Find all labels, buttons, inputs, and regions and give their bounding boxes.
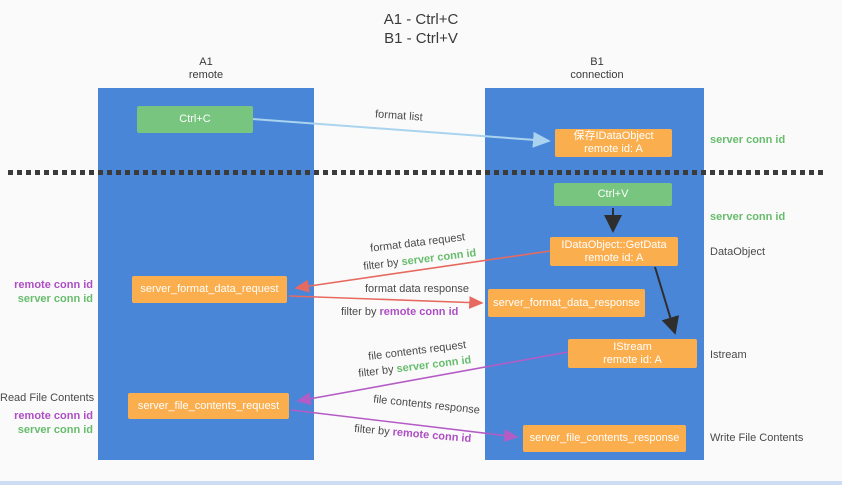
filter-by-text: filter by [353, 422, 394, 439]
column-b-header: B1 connection [537, 56, 657, 82]
filter-by-text: filter by [341, 306, 380, 318]
node-server-format-data-request: server_format_data_request [132, 276, 287, 303]
label-server-conn-id-mid-right: server conn id [710, 211, 786, 223]
filter-by-text: filter by [362, 256, 403, 273]
node-server-format-data-request-label: server_format_data_request [140, 283, 279, 295]
label-write-file-contents: Write File Contents [710, 432, 804, 444]
label-istream: Istream [710, 349, 747, 361]
label-server-conn-id-top-right: server conn id [710, 134, 786, 146]
column-b-id: B1 [590, 56, 604, 68]
column-a-subtitle: remote [188, 69, 224, 81]
label-filter-by-remote-conn-id-2: filter by remote conn id [354, 423, 472, 446]
arrow-format-data-response [288, 295, 484, 309]
label-read-file-contents: Read File Contents [0, 392, 95, 404]
node-server-file-contents-response-label: server_file_contents_response [529, 432, 680, 444]
label-filter-by-remote-conn-id-1: filter by remote conn id [341, 306, 458, 319]
remote-conn-id-text: remote conn id [379, 306, 459, 318]
node-server-file-contents-request-label: server_file_contents_request [137, 399, 280, 412]
node-idataobject-getdata: IDataObject::GetData remote id: A [550, 237, 678, 266]
remote-conn-id-text: remote conn id [392, 426, 472, 446]
node-ctrl-c: Ctrl+C [137, 106, 253, 133]
label-remote-conn-id-left-2: remote conn id [14, 410, 93, 422]
node-ctrl-v: Ctrl+V [554, 183, 672, 206]
label-server-conn-id-left-2: server conn id [17, 424, 93, 436]
node-save-idataobject-line1: 保存IDataObject [573, 130, 654, 142]
diagram-title: A1 - Ctrl+C B1 - Ctrl+V [0, 10, 842, 48]
node-server-format-data-response: server_format_data_response [488, 289, 645, 317]
filter-by-text: filter by [357, 363, 398, 380]
label-remote-conn-id-left-1: remote conn id [14, 279, 93, 291]
title-line-2: B1 - Ctrl+V [384, 30, 458, 47]
node-idataobject-getdata-line1: IDataObject::GetData [561, 238, 667, 251]
label-file-contents-response: file contents response [372, 393, 481, 417]
column-a-header: A1 remote [146, 56, 266, 82]
column-b-subtitle: connection [570, 69, 624, 81]
bottom-window-edge [0, 481, 842, 485]
label-format-data-response: format data response [365, 283, 469, 295]
node-istream: IStream remote id: A [568, 339, 697, 368]
node-idataobject-getdata-line2: remote id: A [584, 251, 644, 264]
node-ctrl-v-label: Ctrl+V [597, 188, 629, 200]
node-istream-line1: IStream [613, 340, 652, 353]
node-save-idataobject-line2: remote id: A [584, 143, 643, 155]
label-dataobject: DataObject [710, 246, 766, 258]
node-istream-line2: remote id: A [603, 353, 662, 366]
node-save-idataobject: 保存IDataObject remote id: A [555, 129, 672, 157]
label-format-list: format list [374, 108, 424, 124]
column-a-id: A1 [199, 56, 213, 68]
copy-paste-separator-line [8, 170, 824, 175]
title-line-1: A1 - Ctrl+C [383, 11, 459, 28]
node-server-file-contents-request: server_file_contents_request [128, 393, 289, 419]
node-ctrl-c-label: Ctrl+C [179, 113, 211, 125]
node-server-file-contents-response: server_file_contents_response [523, 425, 686, 452]
node-server-format-data-response-label: server_format_data_response [493, 296, 640, 309]
label-server-conn-id-left-1: server conn id [17, 293, 93, 305]
